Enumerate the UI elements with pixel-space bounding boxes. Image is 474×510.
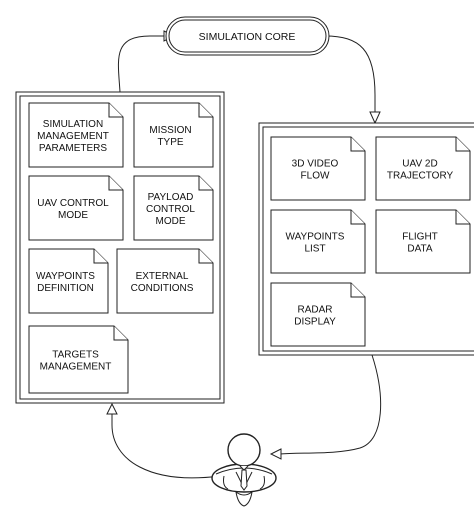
output-document-label-line: RADAR	[297, 305, 332, 316]
arrowhead-output-in	[369, 111, 381, 125]
output-document-label-line: DISPLAY	[294, 317, 336, 328]
output-document-label-line: UAV 2D	[402, 159, 437, 170]
input-document-label-line: MANAGEMENT	[37, 131, 109, 142]
input-document-label-line: MODE	[58, 210, 88, 221]
link-core-to-output	[324, 35, 376, 115]
input-document-label-line: WAYPOINTS	[36, 271, 95, 282]
input-document-label-line: MISSION	[149, 125, 191, 136]
input-document-label-line: PAYLOAD	[148, 192, 194, 203]
operator-icon	[211, 433, 277, 507]
simulation-core-label: SIMULATION CORE	[199, 31, 296, 43]
input-document-label-line: TYPE	[157, 137, 183, 148]
input-document-label-line: PARAMETERS	[39, 143, 107, 154]
input-document-label-line: DEFINITION	[37, 283, 94, 294]
output-document-label-line: DATA	[407, 244, 433, 255]
link-input-to-core	[117, 35, 164, 93]
link-user-to-input	[111, 412, 221, 479]
output-document-label-line: TRAJECTORY	[387, 171, 454, 182]
simulation-core: SIMULATION CORE	[165, 16, 330, 56]
link-output-to-user	[279, 354, 382, 455]
output-document-label-line: FLIGHT	[402, 232, 438, 243]
input-document-label-line: UAV CONTROL	[37, 198, 109, 209]
input-document-label-line: MODE	[156, 216, 186, 227]
arrowhead-input-in	[106, 402, 118, 415]
output-document-label-line: LIST	[304, 244, 325, 255]
input-document-label-line: SIMULATION	[43, 119, 103, 130]
input-document-label-line: MANAGEMENT	[40, 362, 112, 373]
output-document-label-line: FLOW	[301, 171, 330, 182]
input-document-label-line: EXTERNAL	[136, 271, 189, 282]
arrowhead-user-in	[269, 448, 282, 460]
output-document-label-line: 3D VIDEO	[292, 159, 339, 170]
input-document-label-line: TARGETS	[52, 350, 99, 361]
input-document-label-line: CONDITIONS	[131, 283, 194, 294]
input-panel: SIMULATIONMANAGEMENTPARAMETERSMISSIONTYP…	[15, 91, 225, 404]
input-documents: SIMULATIONMANAGEMENTPARAMETERSMISSIONTYP…	[28, 102, 214, 394]
output-document-label-line: WAYPOINTS	[286, 232, 345, 243]
input-document-label-line: CONTROL	[146, 204, 195, 215]
